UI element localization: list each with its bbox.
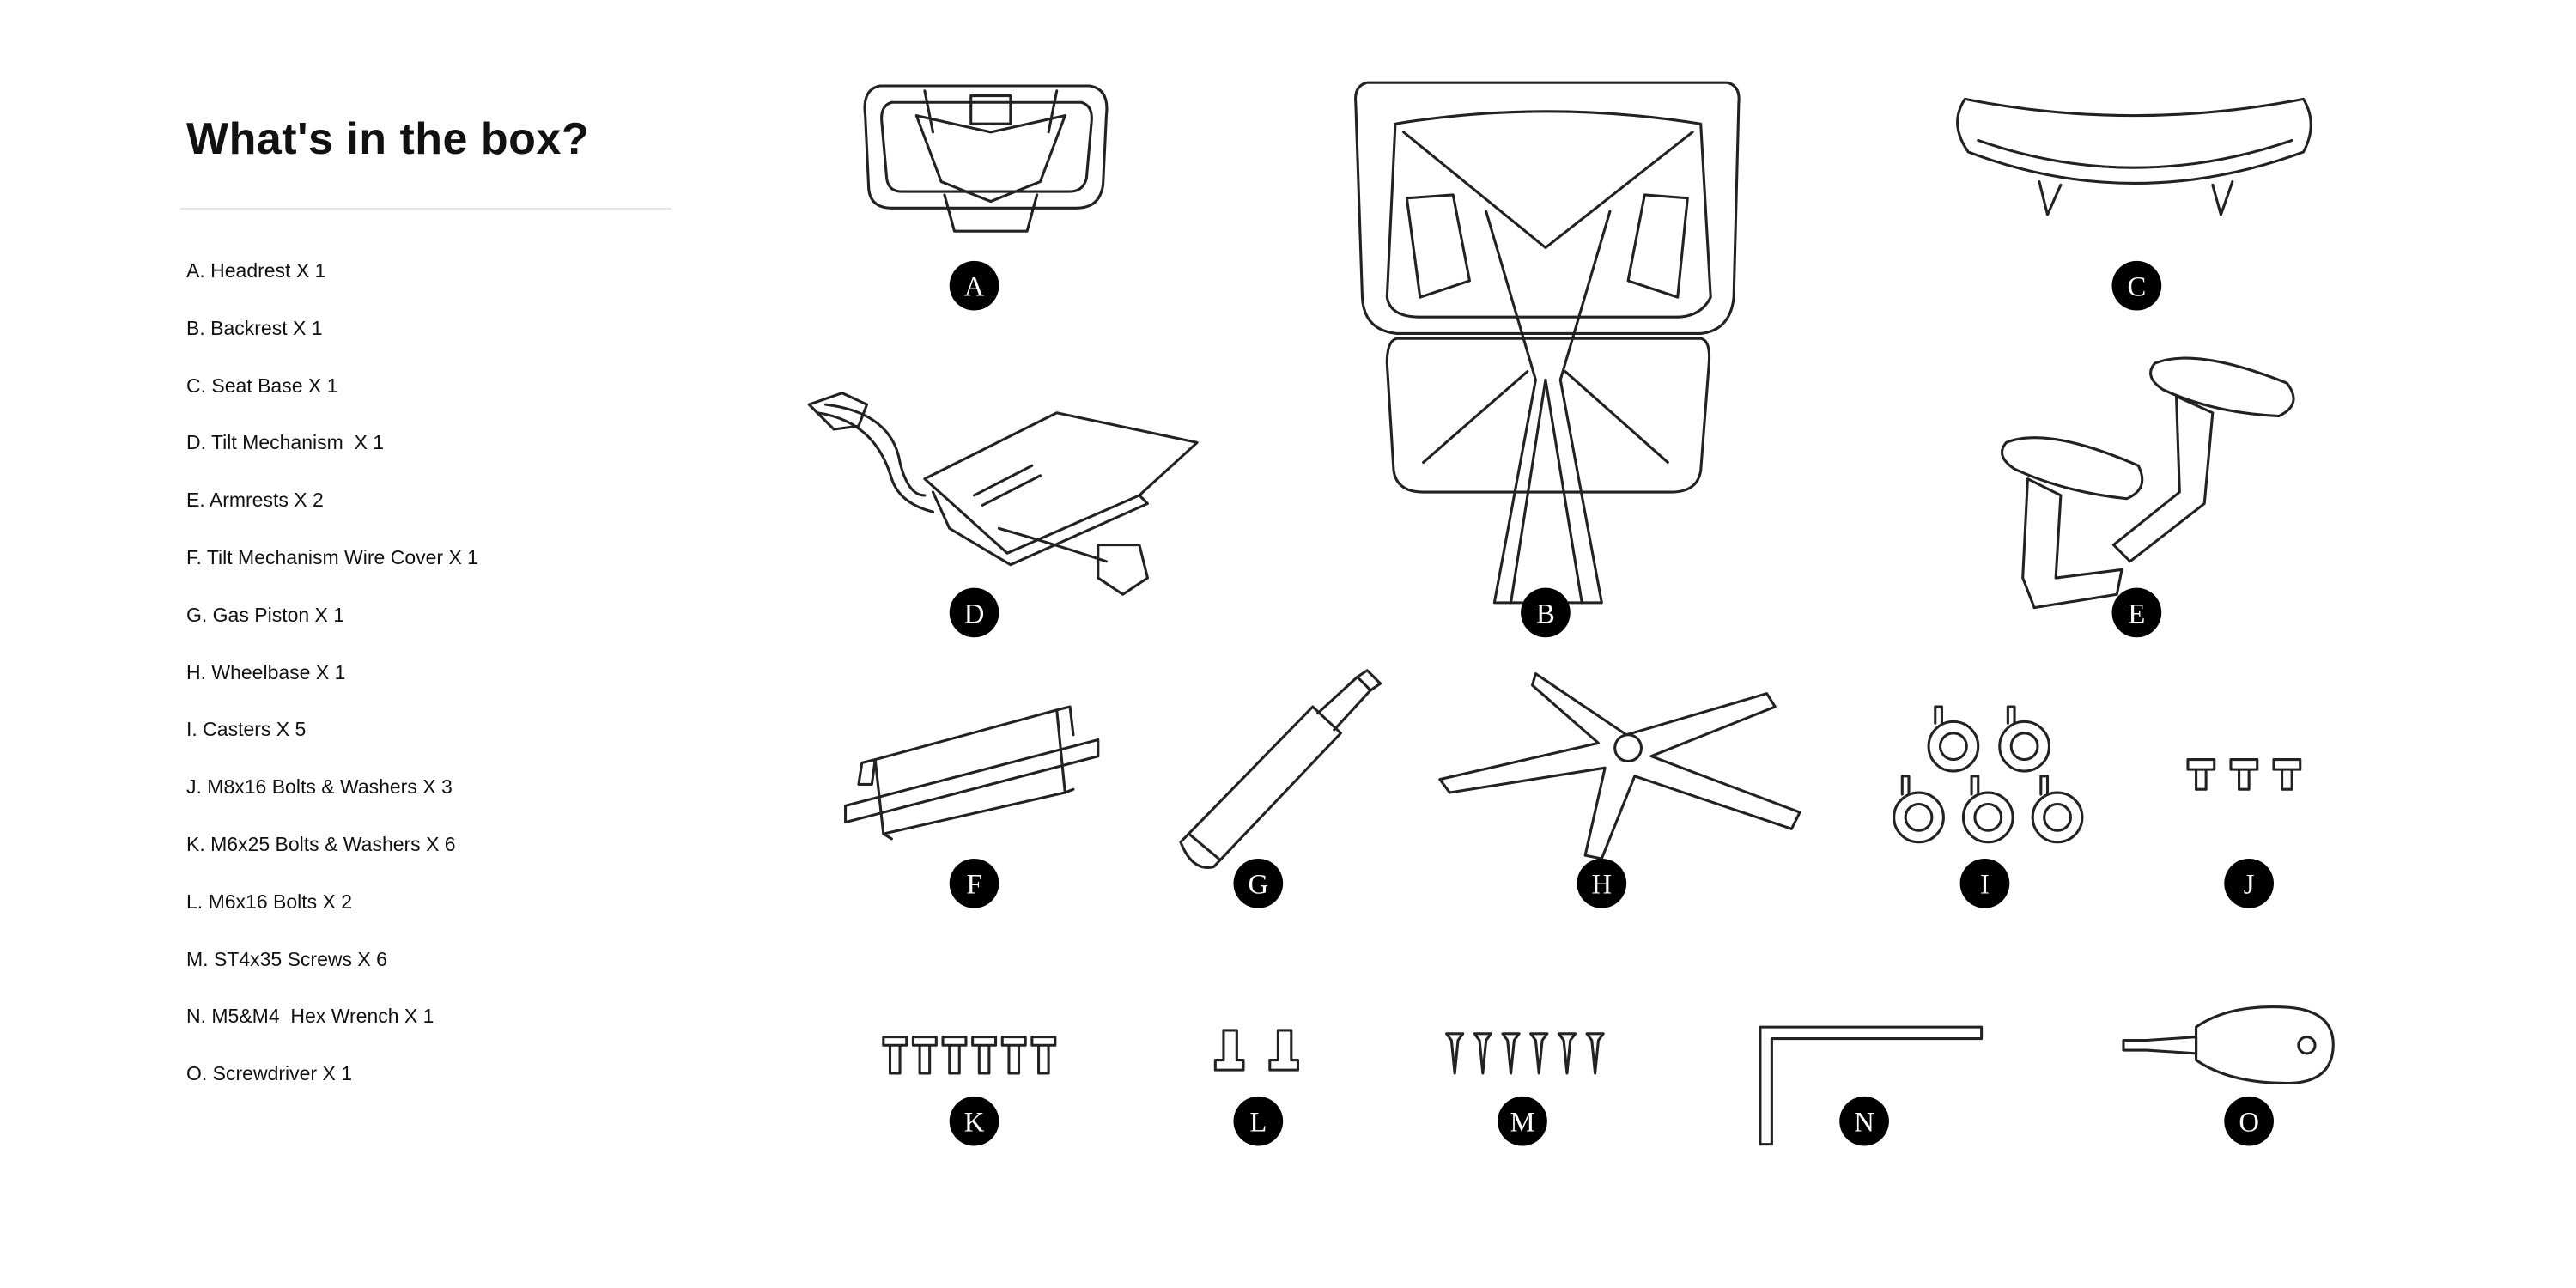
svg-text:N: N [1854,1108,1874,1139]
list-item: L. M6x16 Bolts X 2 [186,890,353,913]
svg-text:I: I [1980,870,1990,901]
list-item: O. Screwdriver X 1 [186,1062,352,1085]
svg-text:J: J [2244,870,2255,901]
badge-a: A [949,260,999,311]
svg-text:B: B [1536,598,1555,629]
list-item: J. M8x16 Bolts & Washers X 3 [186,775,453,799]
armrests-illustration [2000,356,2295,610]
svg-text:L: L [1249,1108,1267,1139]
badge-k: K [949,1096,999,1146]
badge-d: D [949,587,999,638]
list-item: K. M6x25 Bolts & Washers X 6 [186,832,456,855]
badge-o: O [2224,1096,2274,1146]
badge-c: C [2111,260,2162,311]
svg-text:O: O [2239,1108,2259,1139]
list-item: F. Tilt Mechanism Wire Cover X 1 [186,545,478,568]
backrest-illustration [1354,81,1741,605]
svg-text:F: F [966,870,981,901]
list-item: H. Wheelbase X 1 [186,660,346,683]
badge-l: L [1233,1096,1284,1146]
page-title: What's in the box? [186,114,590,164]
badge-m: M [1498,1096,1547,1146]
svg-text:H: H [1592,870,1613,901]
list-item: D. Tilt Mechanism X 1 [186,431,385,454]
svg-text:K: K [964,1108,985,1139]
badge-b: B [1521,587,1571,638]
screwdriver-illustration [2122,1005,2335,1085]
headrest-illustration [863,84,1109,233]
badge-g: G [1233,858,1284,908]
tilt-mechanism-illustration [807,392,1199,596]
svg-text:A: A [964,272,985,303]
badge-h: H [1577,858,1627,908]
list-item: M. ST4x35 Screws X 6 [186,947,387,970]
svg-text:E: E [2128,598,2145,629]
hex-wrench-illustration [1759,1025,1984,1146]
list-item: N. M5&M4 Hex Wrench X 1 [186,1005,434,1028]
gas-piston-illustration [1179,669,1382,869]
wheelbase-illustration [1438,672,1801,860]
svg-text:D: D [964,598,985,629]
badge-j: J [2224,858,2274,908]
list-item: B. Backrest X 1 [186,316,323,339]
list-item: I. Casters X 5 [186,718,307,741]
badge-i: I [1959,858,2010,908]
badge-n: N [1839,1096,1889,1146]
divider [180,208,671,210]
badge-f: F [949,858,999,908]
svg-text:G: G [1249,870,1269,901]
list-item: A. Headrest X 1 [186,259,326,282]
m6x25-bolts-illustration [882,1036,1057,1075]
parts-list: A. Headrest X 1 B. Backrest X 1 C. Seat … [186,258,478,1118]
m6x16-bolts-illustration [1213,1029,1300,1072]
casters-illustration [1893,705,2084,844]
wire-cover-illustration [844,705,1100,841]
m8-bolts-illustration [2186,758,2302,791]
svg-text:M: M [1510,1108,1534,1139]
list-item: E. Armrests X 2 [186,489,324,512]
list-item: G. Gas Piston X 1 [186,603,345,626]
svg-text:C: C [2127,272,2146,303]
list-item: C. Seat Base X 1 [186,374,338,397]
seat-base-illustration [1956,97,2312,216]
badge-e: E [2111,587,2162,638]
st4-screws-illustration [1445,1032,1605,1075]
